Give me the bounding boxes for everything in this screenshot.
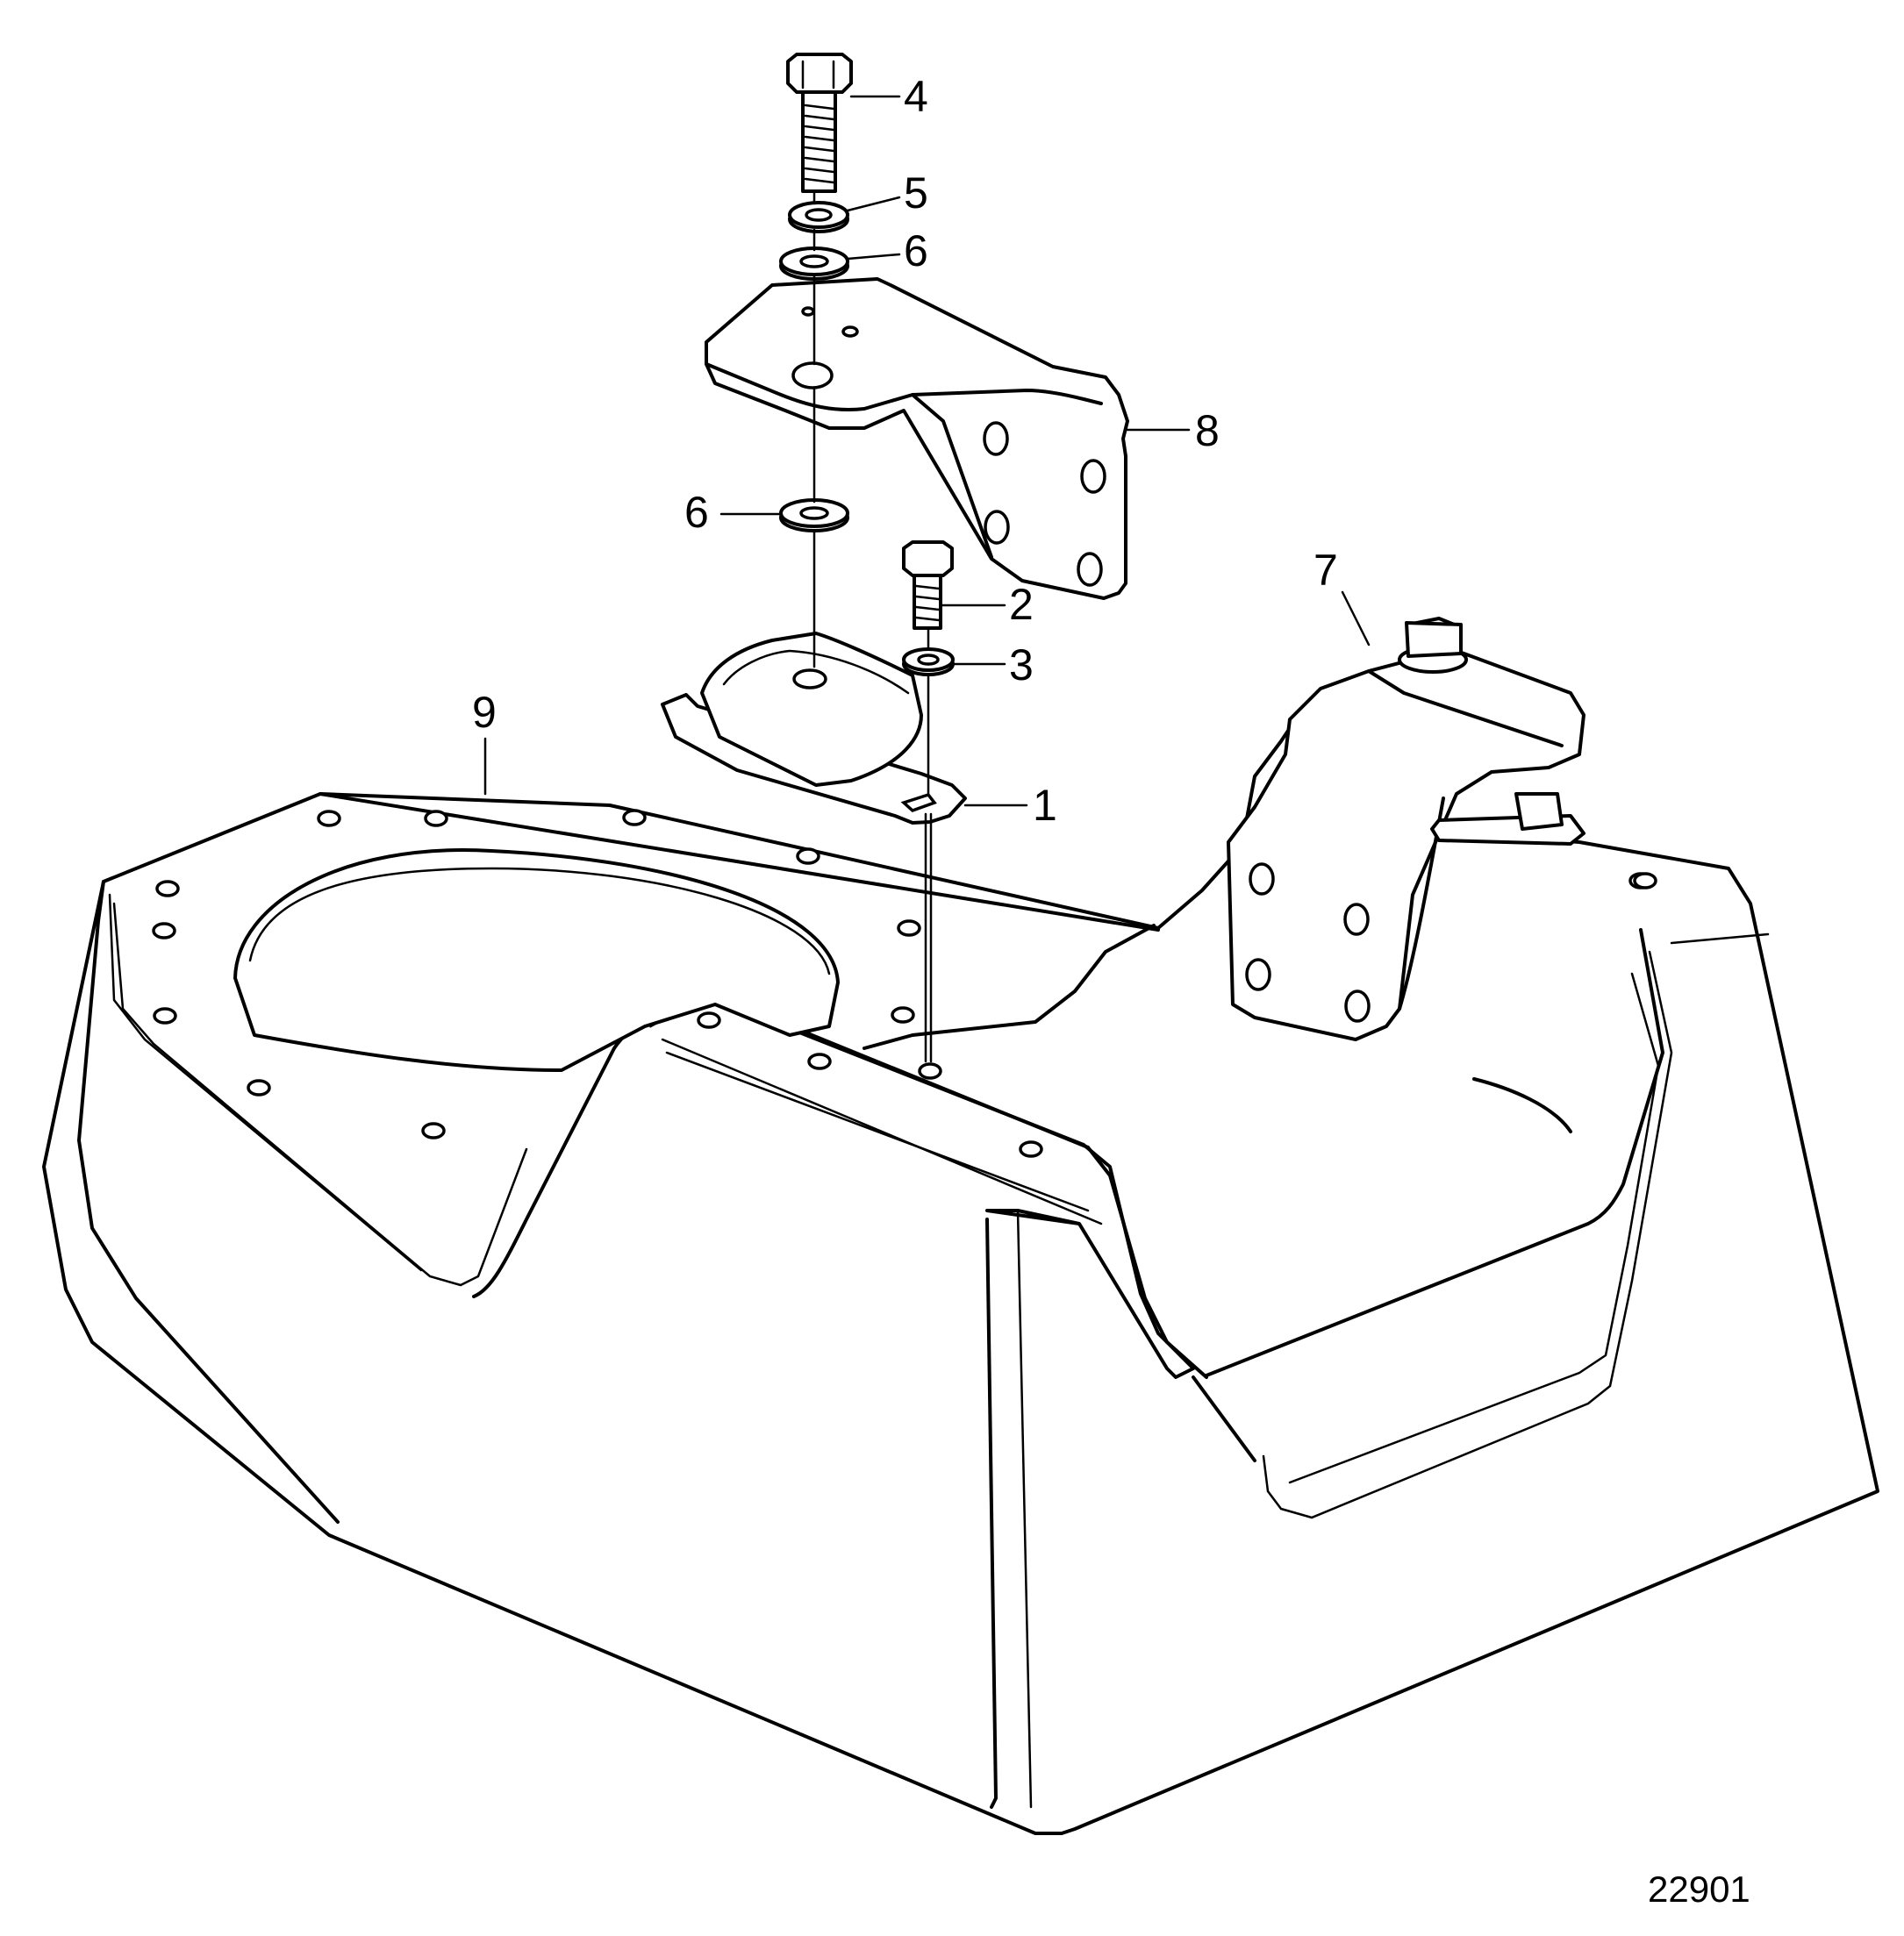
bolt-2	[902, 540, 954, 630]
right-mounting-bracket	[1227, 617, 1585, 1041]
figure-number: 22901	[1648, 1868, 1750, 1910]
callout-9: 9	[472, 688, 497, 737]
callout-5: 5	[904, 168, 928, 218]
callout-3: 3	[1009, 640, 1034, 689]
callout-7: 7	[1313, 546, 1338, 595]
bolt-4	[786, 53, 853, 193]
callout-8: 8	[1195, 406, 1220, 455]
washer-3	[902, 647, 955, 676]
transom-housing	[42, 713, 1879, 1835]
callout-2: 2	[1009, 580, 1034, 629]
flat-washer-6-lower	[779, 498, 849, 532]
rubber-mount	[661, 632, 967, 825]
callout-6-lower: 6	[684, 488, 709, 537]
engine-bracket	[705, 277, 1129, 600]
callout-leaders	[483, 95, 1371, 807]
callout-6-upper: 6	[904, 226, 928, 275]
lock-washer-5	[788, 201, 849, 233]
assembly-axis-lines	[812, 189, 933, 1063]
callout-4: 4	[904, 72, 928, 121]
flat-washer-6-upper	[779, 246, 849, 281]
callout-1: 1	[1033, 781, 1057, 830]
